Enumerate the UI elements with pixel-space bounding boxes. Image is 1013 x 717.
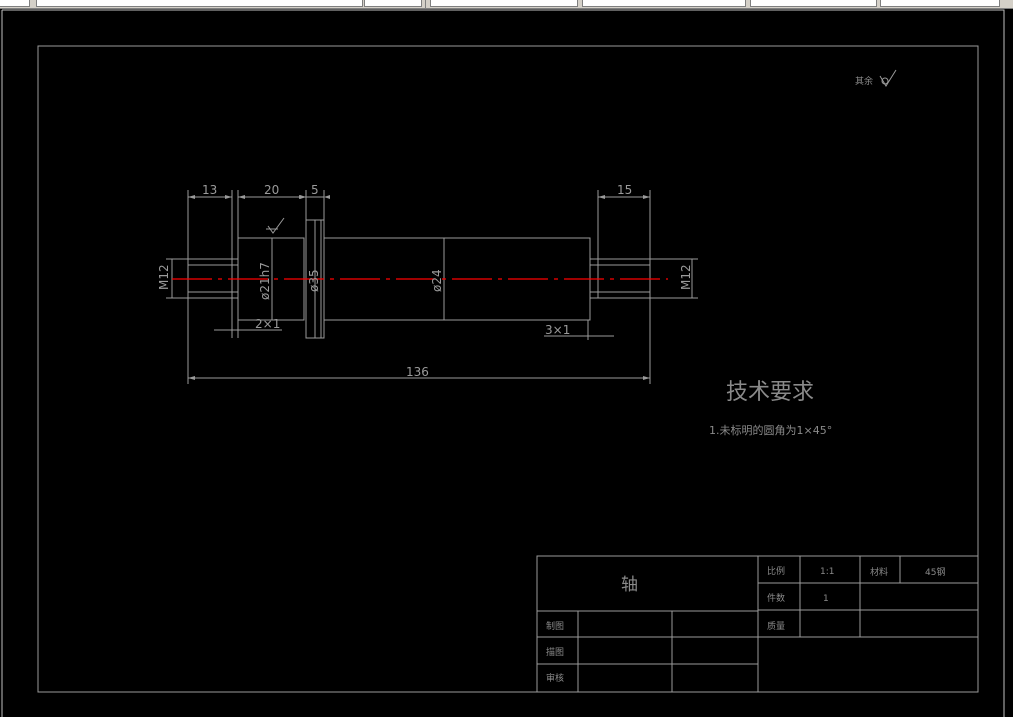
tech-requirements-note: 1.未标明的圆角为1×45° [709,423,832,437]
mass-label: 质量 [767,620,785,632]
material-value: 45钢 [925,566,945,578]
color-dropdown[interactable] [364,0,422,7]
drawing-frame [37,45,979,693]
quantity-label: 件数 [767,592,785,604]
roughness-label: 其余 [855,75,873,87]
dim-m12-right: M12 [679,264,693,290]
style-dropdown[interactable] [880,0,1000,7]
cad-toolbar [0,0,1013,9]
roughness-symbol: 其余 [855,69,897,87]
material-label: 材料 [870,566,888,578]
lineweight-dropdown[interactable] [582,0,746,7]
dim-dia21: ø21h7 [258,262,272,300]
tech-requirements-title: 技术要求 [726,380,814,405]
traced-by-label: 描图 [546,646,564,658]
dim-dia35: ø35 [307,269,321,292]
dim-15: 15 [617,183,632,197]
dim-13: 13 [202,183,217,197]
layer-name-field[interactable] [36,0,363,7]
dim-5: 5 [311,183,319,197]
dim-dia24: ø24 [430,269,444,292]
roughness-check-icon [879,69,897,87]
plotstyle-dropdown[interactable] [750,0,877,7]
quantity-value: 1 [823,594,829,604]
scale-value: 1:1 [820,567,834,577]
drawing-canvas[interactable]: 13 20 5 15 136 M12 M12 ø21h7 ø35 ø24 2×1… [0,9,1013,717]
dimension-arrows [188,195,650,380]
drawn-by-label: 制图 [546,620,564,632]
dim-chamfer-2x1: 2×1 [255,317,280,331]
dim-m12-left: M12 [157,264,171,290]
dimension-labels: 13 20 5 15 136 M12 M12 ø21h7 ø35 ø24 2×1… [157,183,693,379]
linetype-dropdown[interactable] [430,0,578,7]
layer-dropdown[interactable] [0,0,30,7]
toolbar-separator [425,0,426,8]
part-name: 轴 [621,575,638,595]
dim-136: 136 [406,365,429,379]
dim-20: 20 [264,183,279,197]
dim-chamfer-3x1: 3×1 [545,323,570,337]
title-block [536,555,979,693]
title-block-text: 轴 比例 1:1 材料 45钢 件数 1 质量 制图 描图 审核 [546,565,945,684]
outer-border [2,9,1005,717]
checked-by-label: 审核 [546,672,564,684]
scale-label: 比例 [767,565,785,577]
shaft-drawing [166,190,698,384]
